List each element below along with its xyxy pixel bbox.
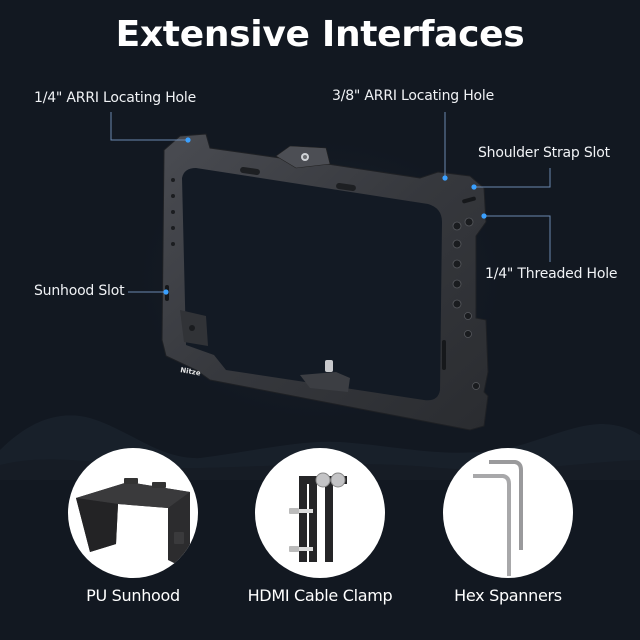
sunhood-icon [76,478,190,566]
callout-sunhood-slot-label: Sunhood Slot [34,283,125,299]
callout-shoulder-strap-label: Shoulder Strap Slot [478,145,610,161]
accessory-hex-spanners-label: Hex Spanners [454,586,562,605]
accessory-sunhood-label: PU Sunhood [86,586,180,605]
cable-clamp-icon [289,472,347,562]
accessory-cable-clamp-image [255,448,385,578]
callout-arri-quarter-label: 1/4" ARRI Locating Hole [34,90,197,106]
accessory-hex-spanners-image [443,448,573,578]
callout-arri-three-eighths-label: 3/8" ARRI Locating Hole [332,88,495,104]
page-title: Extensive Interfaces [115,14,525,55]
callout-threaded-hole-label: 1/4" Threaded Hole [485,266,618,282]
accessory-cable-clamp-label: HDMI Cable Clamp [247,586,393,605]
brand-mark: Nitze [180,366,202,377]
accessory-sunhood-image [68,448,198,578]
hex-key-icon [473,460,523,576]
